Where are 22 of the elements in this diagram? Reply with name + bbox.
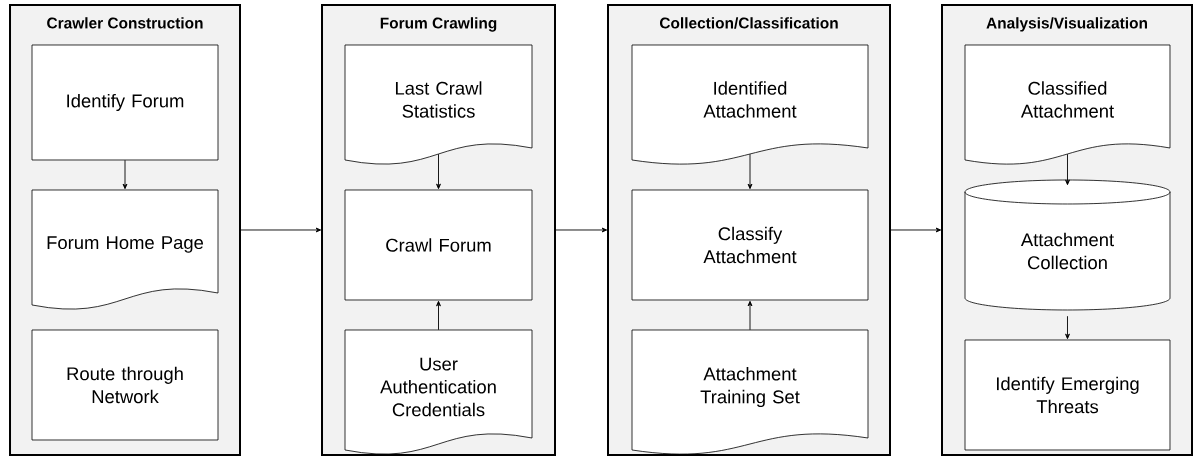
arrow [1065,315,1070,340]
process-box: Crawl Forum [344,189,533,301]
arrow [1065,153,1070,186]
document-shape: User Authentication Credentials [344,329,533,455]
process-box: Route through Network [31,329,219,441]
document-shape: Classified Attachment [964,44,1171,165]
database-cylinder: Attachment Collection [964,179,1171,311]
arrow [747,153,753,190]
arrow [239,227,322,233]
arrow [889,227,942,233]
process-box: Identify Forum [31,44,219,161]
arrow [436,300,441,331]
document-shape: Attachment Training Set [631,329,869,455]
arrow [122,159,128,190]
document-shape: Forum Home Page [31,189,219,310]
arrow [747,300,753,331]
arrow [554,227,608,233]
document-shape: Last Crawl Statistics [344,44,533,165]
process-box: Classify Attachment [631,189,869,301]
process-box: Identify Emerging Threats [964,339,1171,451]
arrow [436,153,441,190]
document-shape: Identified Attachment [631,44,869,165]
